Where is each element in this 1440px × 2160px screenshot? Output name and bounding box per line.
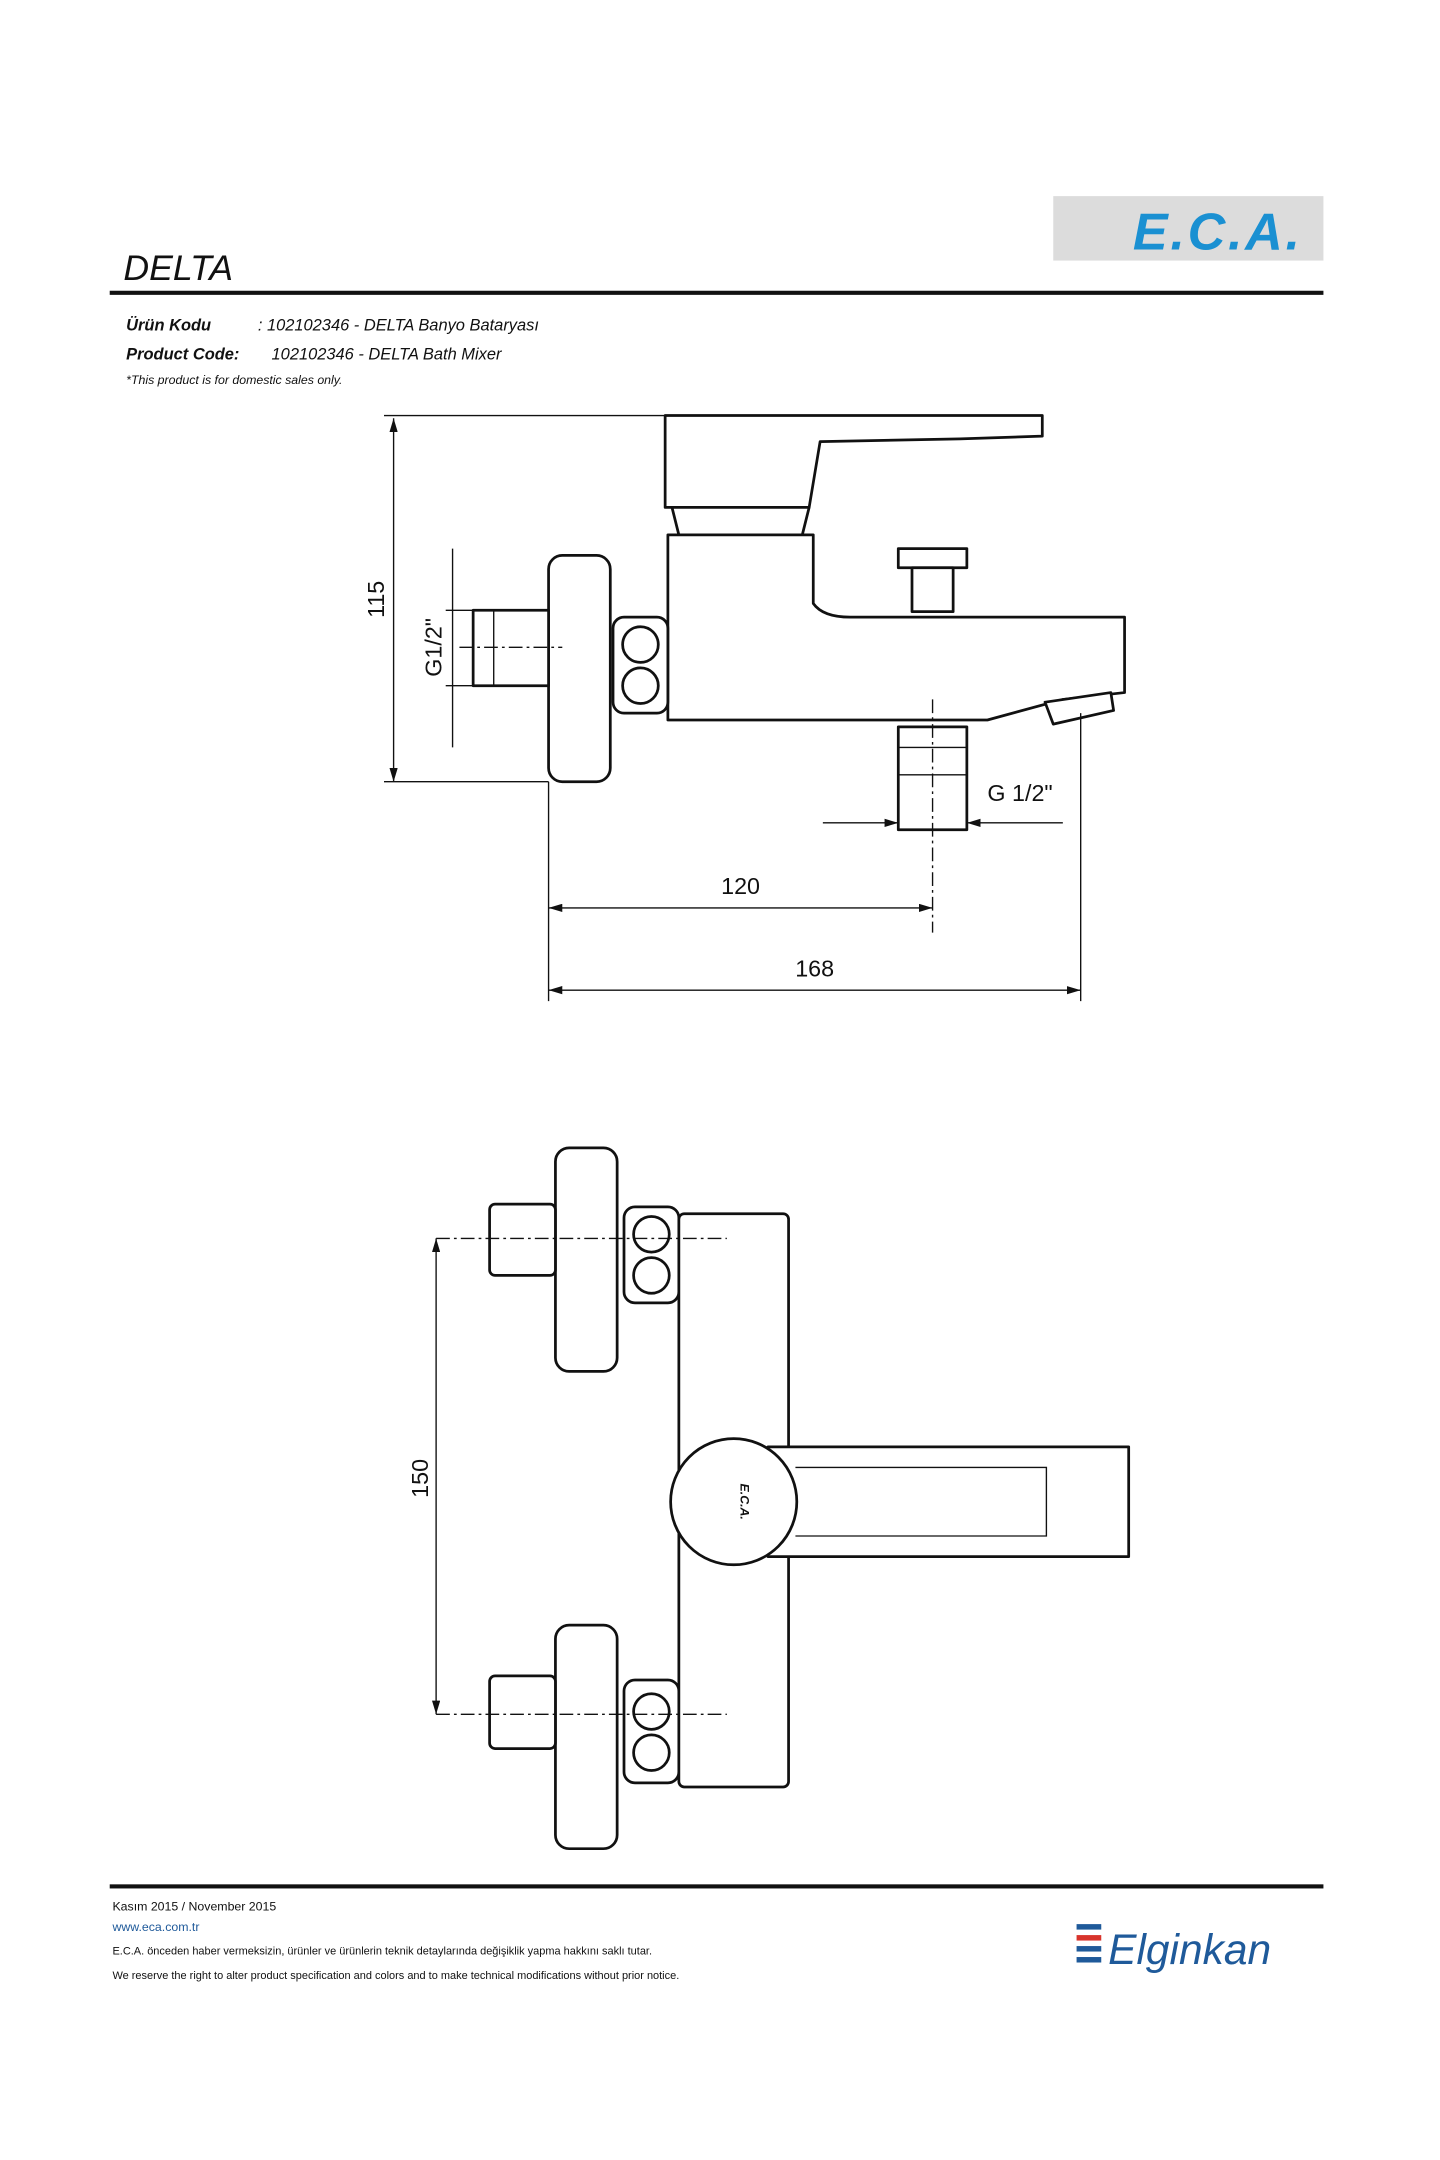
outlet-thread-label: G 1/2" [987,780,1052,806]
dimension-120: 120 [721,873,760,899]
front-view-drawing: E.C.A. 150 [407,1146,1131,1851]
product-title: DELTA [123,248,233,288]
urun-kodu-value: : 102102346 - DELTA Banyo Bataryası [258,317,539,335]
domestic-note: *This product is for domestic sales only… [126,373,342,387]
eca-logo: E.C.A. [1053,196,1324,262]
handle-logo: E.C.A. [738,1484,752,1520]
header-rule [109,290,1324,295]
product-code-label: Product Code: [126,345,239,363]
svg-text:E.C.A.: E.C.A. [1133,204,1303,262]
spacing-150: 150 [407,1459,433,1498]
footer-date: Kasım 2015 / November 2015 [112,1899,276,1913]
footer-website[interactable]: www.eca.com.tr [111,1920,199,1934]
footer-rule [109,1884,1324,1889]
footer-disclaimer-en: We reserve the right to alter product sp… [112,1970,679,1982]
product-code-value: 102102346 - DELTA Bath Mixer [272,345,503,363]
svg-text:Elginkan: Elginkan [1108,1927,1271,1974]
footer-disclaimer-tr: E.C.A. önceden haber vermeksizin, ürünle… [112,1945,652,1957]
urun-kodu-label: Ürün Kodu [126,316,211,335]
height-dimension: 115 [363,581,389,618]
side-view-drawing: 115 G1/2" G 1/2" 120 [363,414,1126,1002]
dimension-168: 168 [795,955,834,981]
elginkan-logo: Elginkan [1076,1924,1271,1974]
inlet-thread-label: G1/2" [421,618,447,677]
